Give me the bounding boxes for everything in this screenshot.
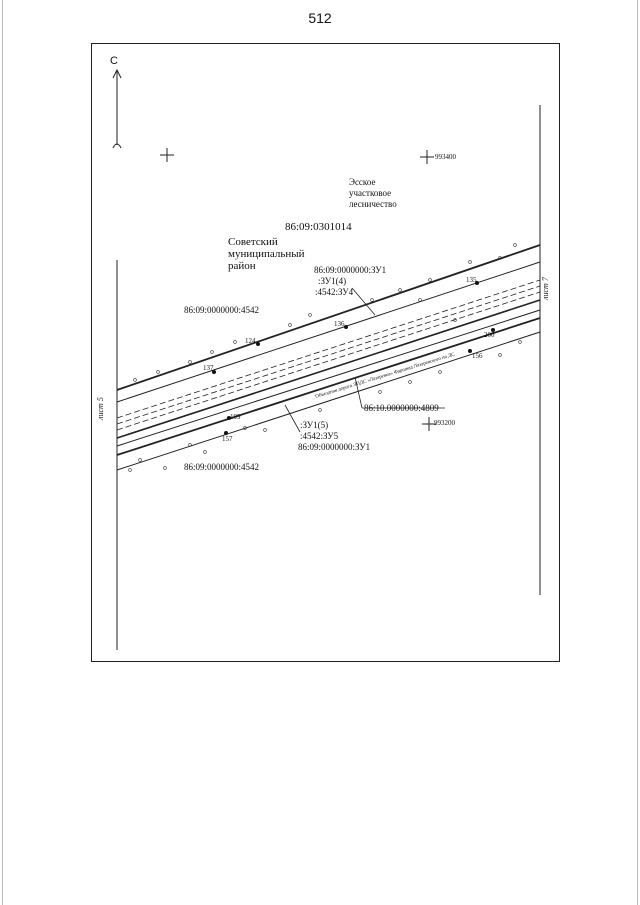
parcel-upper-2: :ЗУ1(4)	[318, 276, 347, 286]
point-137: 137	[203, 364, 214, 372]
parcel-lower-2: :4542:ЗУ5	[300, 431, 339, 441]
corridor-lines	[116, 244, 541, 471]
municipal-label-line-3: район	[228, 260, 256, 272]
scan-edge-left	[2, 0, 3, 905]
grid-label-top: 993400	[435, 153, 456, 161]
north-arrow-tail	[112, 143, 122, 149]
municipal-label-line-2: муниципальный	[228, 248, 305, 260]
forestry-label-line-3: лесничество	[349, 199, 397, 209]
point-156: 156	[472, 352, 483, 360]
point-124: 124	[245, 337, 256, 345]
north-letter: С	[110, 55, 118, 67]
grid-label-bottom: 993200	[434, 419, 455, 427]
point-199: 199	[230, 413, 241, 421]
point-135: 135	[466, 276, 477, 284]
point-136: 136	[334, 320, 345, 328]
parcel-lower-1: :ЗУ1(5)	[300, 420, 329, 430]
parcel-label-left-upper: 86:09:0000000:4542	[184, 305, 260, 315]
grid-crosses	[160, 148, 436, 431]
sheet-label-right: лист 7	[541, 277, 550, 300]
scan-edge-right	[637, 0, 638, 905]
leader-lines	[284, 287, 445, 433]
parcel-label-left-lower: 86:09:0000000:4542	[184, 462, 260, 472]
parcel-upper-3: :4542:ЗУ4	[315, 287, 354, 297]
sheet-label-left: лист 5	[96, 397, 105, 420]
point-157: 157	[222, 435, 233, 443]
quarter-label: 86:09:0301014	[285, 221, 352, 233]
parcel-right-center: 86:10.0000000:4809	[364, 403, 439, 413]
north-arrow-head	[112, 68, 122, 79]
tree-symbols	[128, 243, 522, 472]
municipal-label-line-1: Советский	[228, 236, 278, 248]
survey-points	[212, 281, 495, 435]
forestry-label-line-2: участковое	[349, 188, 392, 198]
map-frame	[91, 43, 560, 662]
parcel-upper-1: 86:09:0000000:ЗУ1	[314, 265, 387, 275]
page-number: 512	[308, 10, 332, 26]
parcel-lower-3: 86:09:0000000:ЗУ1	[298, 442, 371, 452]
forestry-label-line-1: Эсское	[349, 177, 376, 187]
point-200: 200	[484, 331, 495, 339]
